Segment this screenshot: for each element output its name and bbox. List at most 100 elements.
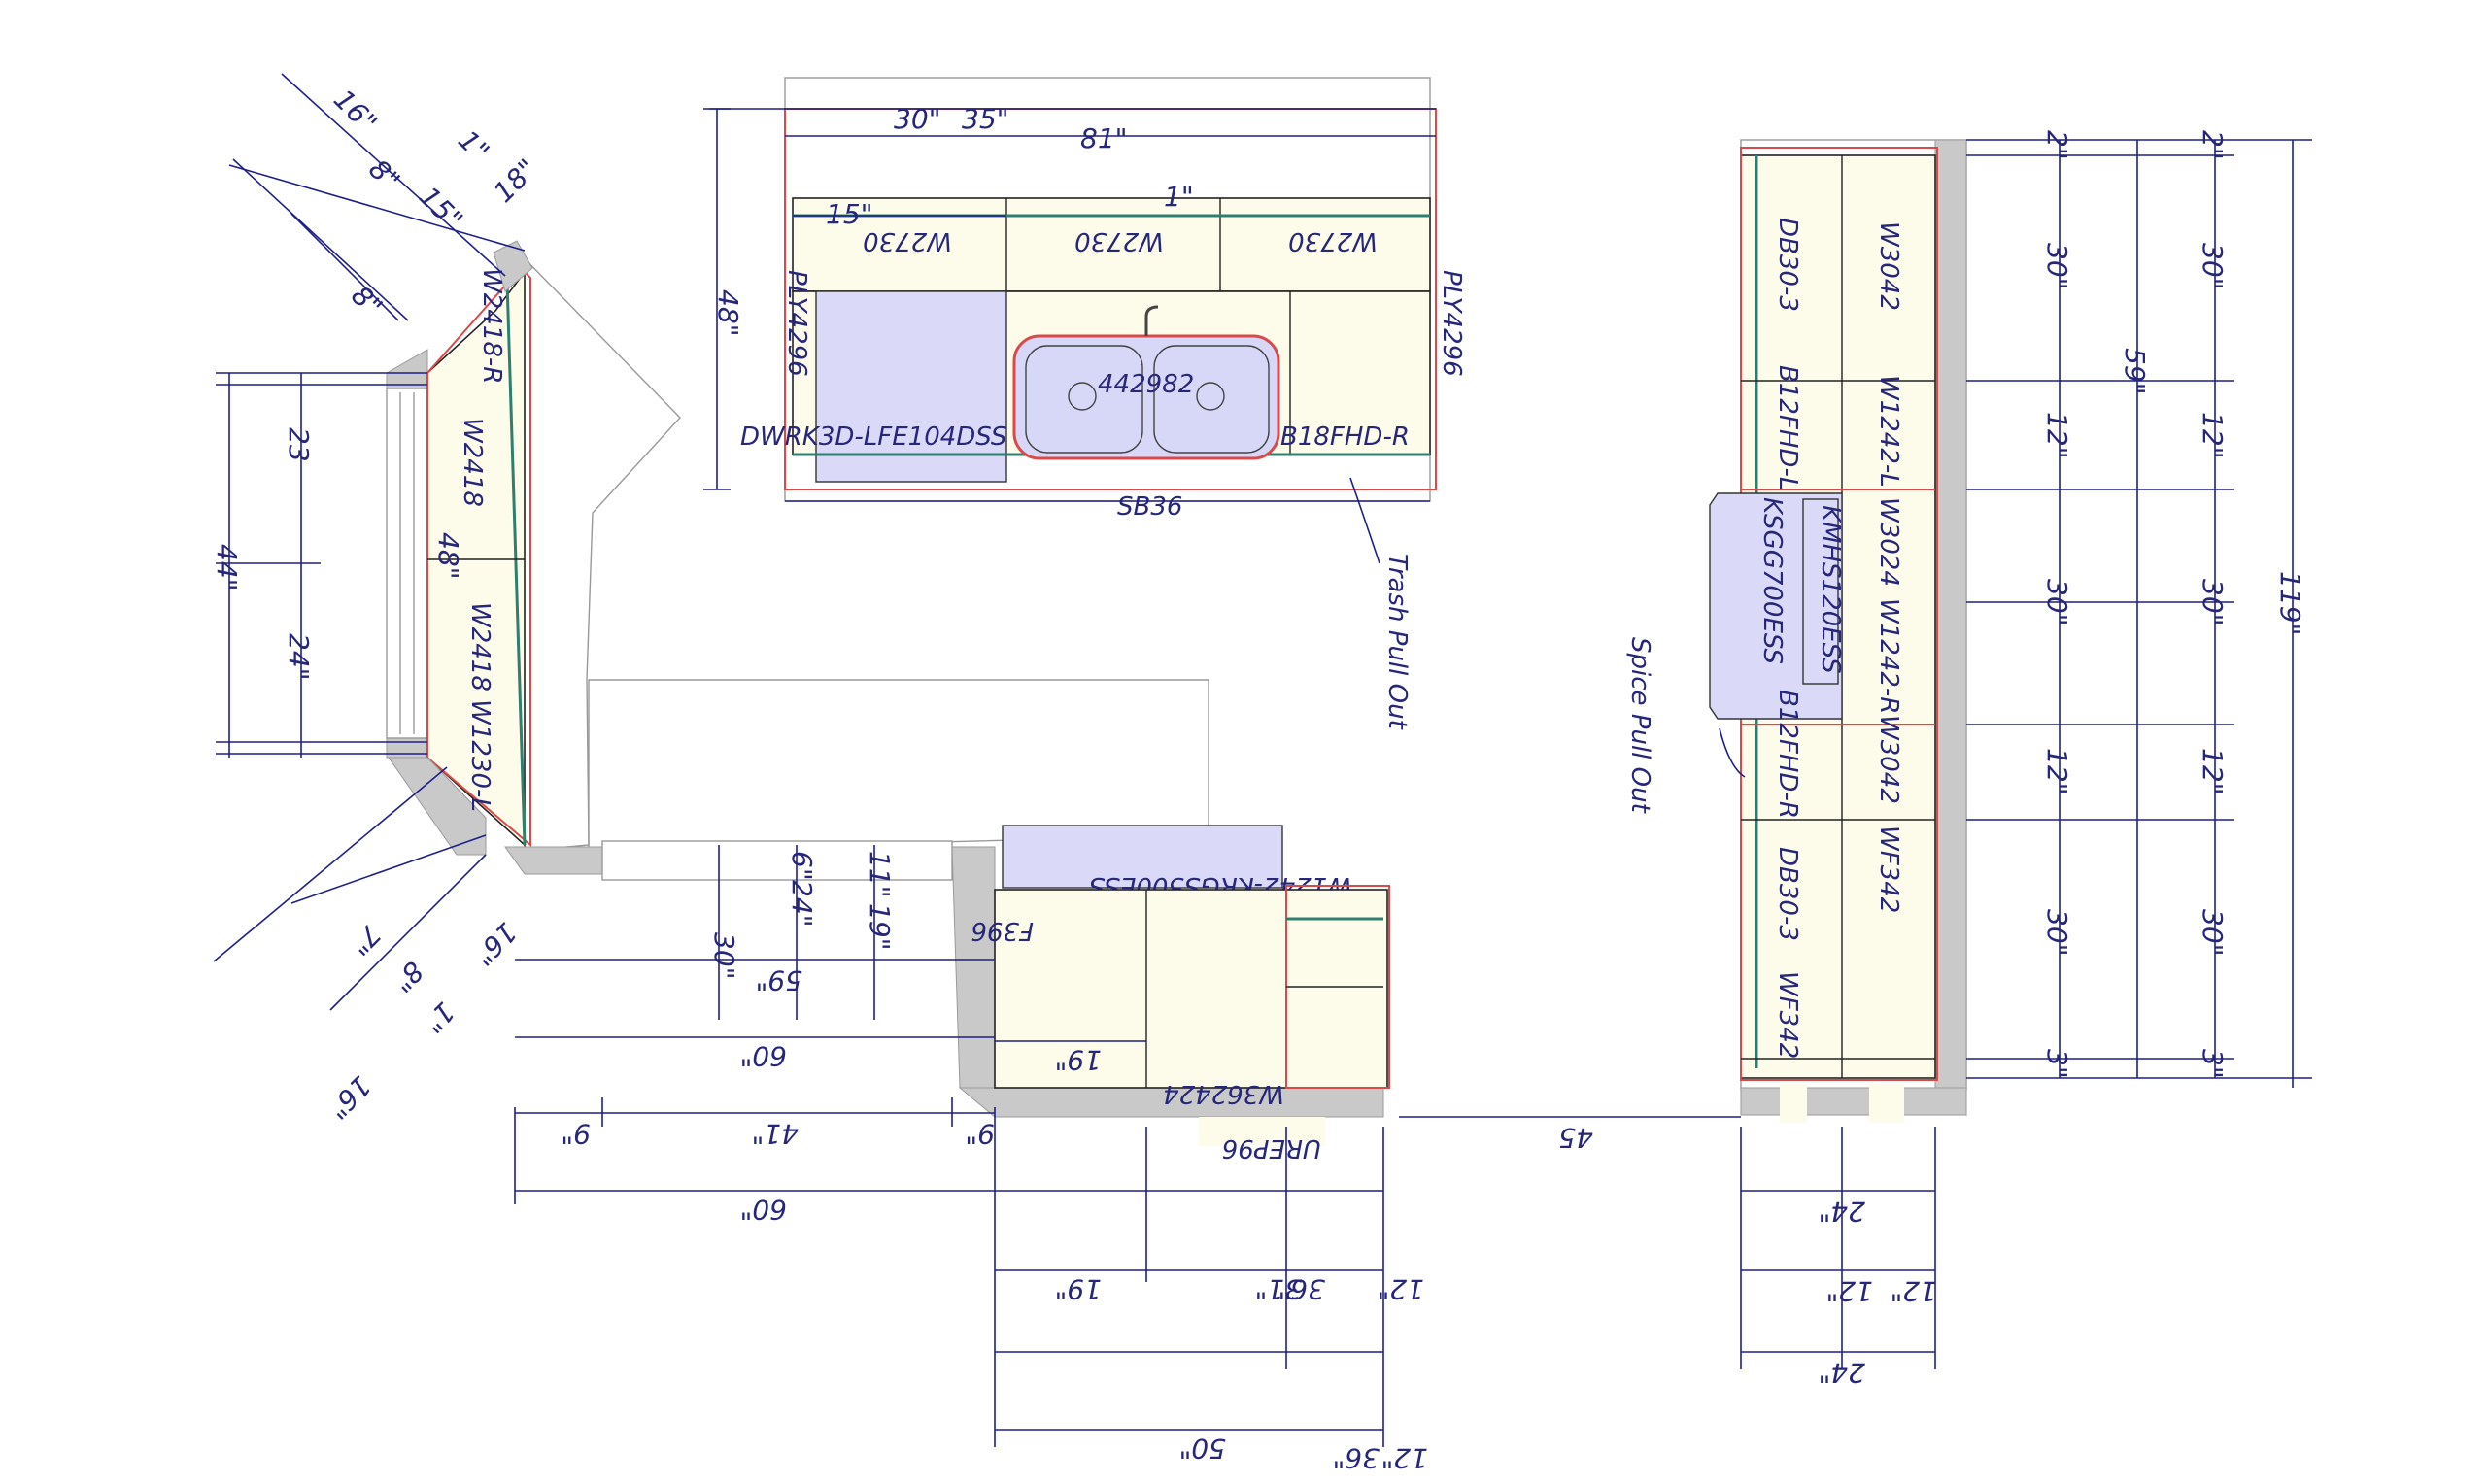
dim-angle-6	[290, 834, 487, 904]
dim-angle-2	[232, 158, 409, 321]
dim-24: 24"	[283, 633, 315, 681]
corner-wall-bottom	[388, 757, 487, 856]
dim-r-30c: 30"	[2041, 909, 2073, 957]
bottom-wall-mid	[951, 846, 996, 1089]
island-group: 30" 35" 81" 15" 1" W2730 W2730 W2730 442…	[703, 77, 1466, 730]
dim-45: 45	[1558, 1122, 1593, 1154]
panel-bg	[1199, 1117, 1325, 1146]
leg	[1869, 1084, 1904, 1123]
dim-r-24a: 24"	[1818, 1196, 1865, 1228]
dim-1a: 1"	[452, 124, 495, 168]
dim-r-12e: 12"	[1825, 1275, 1873, 1307]
dim-r-30e: 30"	[2197, 579, 2229, 626]
hood-label: KMHS120ESS	[1816, 505, 1845, 674]
dim-r-12a: 12"	[2041, 412, 2073, 459]
dim-12a: 12"	[1377, 1273, 1424, 1305]
bottom-wall-left	[504, 846, 603, 875]
filler-label: F396	[971, 916, 1034, 945]
dim-48: 48"	[712, 289, 744, 337]
dim-angle-7	[329, 854, 487, 1011]
dim-60b: 60"	[739, 1194, 787, 1226]
dim-30: 30"	[894, 103, 941, 135]
cab-w2418r: W2418-R	[477, 268, 506, 384]
dim-1: 1"	[1164, 181, 1194, 213]
cab-db30-top: DB30-3	[1773, 218, 1802, 312]
dim-angle-4	[290, 213, 399, 321]
faucet-icon	[1144, 305, 1159, 336]
cab-w3042-top: W3042	[1874, 221, 1903, 311]
dim-r-30d: 30"	[2197, 243, 2229, 290]
bottom-run-group: W1242-KRGS500ESS F396 W362424 UREP96 6" …	[504, 679, 1741, 1474]
cab-wf342-right: WF342	[1874, 826, 1903, 913]
dim-r-119: 119"	[2274, 571, 2306, 635]
trash-note: Trash Pull Out	[1382, 554, 1412, 730]
left-room-outline	[514, 247, 681, 852]
dim-18: 18"	[488, 152, 544, 209]
dim-r-12b: 12"	[2041, 748, 2073, 795]
cab-w3024: W3024	[1874, 497, 1903, 587]
dim-8b: 8"	[345, 280, 389, 323]
cab-w1242-l: W1242-L	[1874, 375, 1903, 488]
hood-block	[1002, 825, 1283, 889]
dim-31: 31"	[1254, 1273, 1302, 1305]
panel-label: UREP96	[1222, 1133, 1321, 1163]
cab-w2418-w1230l: W2418 W1230-L	[465, 602, 494, 812]
bottom-cabinets	[994, 889, 1388, 1089]
cab-db30-bottom: DB30-3	[1773, 847, 1802, 941]
bottom-window	[601, 840, 953, 881]
island-bottom-label: SB36	[1117, 492, 1182, 522]
dim-r-30a: 30"	[2041, 243, 2073, 290]
bottom-cab-label: W362424	[1163, 1079, 1284, 1108]
leader-line	[1719, 727, 1746, 778]
cab-w2418: W2418	[458, 418, 487, 507]
dishwasher-label: DWRK3D-LFE104DSS	[740, 422, 1006, 452]
dim-8a: 8"	[362, 153, 406, 197]
dim-r-2b: 2"	[2197, 130, 2229, 160]
dim-24b: 24"	[786, 880, 818, 928]
cab-w3042-bottom: W3042	[1874, 715, 1903, 804]
dim-19c: 19"	[864, 903, 896, 951]
dim-11: 11"	[864, 851, 896, 898]
window	[386, 388, 428, 739]
teal-edge	[505, 281, 527, 846]
dim-15: 15"	[826, 198, 873, 230]
dim-36b: 36"	[1332, 1442, 1380, 1474]
dim-16: 16"	[327, 84, 384, 140]
cab-ksgg700ess: KSGG700ESS	[1757, 497, 1787, 664]
dim-59: 59"	[755, 964, 802, 996]
right-wall-shade	[1934, 139, 1967, 1117]
dim-19a: 19"	[1054, 1044, 1102, 1076]
leader-line	[1349, 477, 1380, 564]
dim-81: 81"	[1080, 122, 1128, 154]
cab-w2730-1: W2730	[863, 226, 952, 255]
dim-30b: 30"	[708, 932, 740, 980]
dim-r-3a: 3"	[2041, 1049, 2073, 1079]
dim-7: 7"	[343, 918, 387, 961]
dim-r-30f: 30"	[2197, 909, 2229, 957]
hood-block-right	[1802, 498, 1839, 685]
dim-angle-1	[281, 73, 506, 277]
dim-r-30b: 30"	[2041, 579, 2073, 626]
dim-48-left: 48"	[432, 532, 464, 580]
dim-12b: 12"	[1380, 1442, 1428, 1474]
dim-44: 44"	[211, 544, 243, 591]
sink-label: 442982	[1098, 370, 1194, 399]
dim-r-24b: 24"	[1818, 1357, 1865, 1389]
leg	[1780, 1084, 1807, 1123]
dim-angle-3	[228, 164, 526, 252]
cab-w1242-r: W1242-R	[1874, 598, 1903, 714]
dim-23: 23	[283, 427, 315, 462]
cab-w2730-3: W2730	[1288, 226, 1378, 255]
side-left: PLY4296	[782, 270, 811, 377]
drain-icon	[1068, 382, 1097, 411]
dim-angle-5	[213, 766, 448, 962]
spice-note: Spice Pull Out	[1625, 637, 1654, 814]
side-right: PLY4296	[1437, 270, 1466, 377]
dishwasher-block	[815, 290, 1007, 483]
cab-b12fhd-l: B12FHD-L	[1773, 365, 1802, 490]
island-upper-row	[792, 197, 1431, 292]
dim-36a: 36"	[1278, 1273, 1325, 1305]
cab-w2730-2: W2730	[1074, 226, 1164, 255]
dim-35: 35"	[962, 103, 1009, 135]
